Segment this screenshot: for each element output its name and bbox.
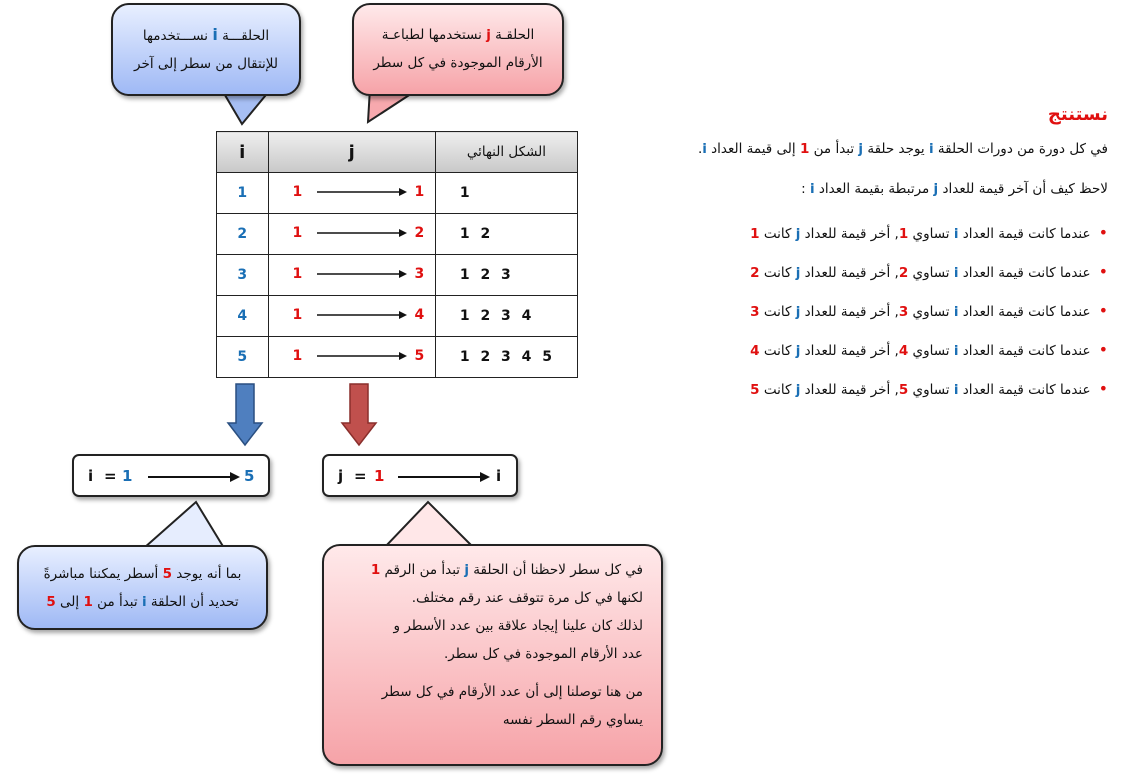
row-j: 1 5 xyxy=(267,336,436,378)
header-j: j xyxy=(267,131,436,173)
bullet-icon: • xyxy=(1098,340,1108,359)
callout-i: الحلقـــة i نســـتخدمها للإنتقال من سطر … xyxy=(111,3,301,96)
arrow-right-icon xyxy=(316,270,407,278)
arrow-right-icon xyxy=(148,472,240,482)
bubble-bottom-center: في كل سطر لاحظنا أن الحلقة j تبدأ من الر… xyxy=(322,544,663,766)
table-row: 2 1 2 1 2 xyxy=(216,213,579,255)
row-final: 1 2 3 4 5 xyxy=(434,336,579,378)
header-i: i xyxy=(216,131,269,173)
range-j-box: j = 1 i xyxy=(322,454,518,497)
arrow-right-icon xyxy=(316,352,407,360)
bubble-bottom-left: بما أنه يوجد 5 أسطر يمكننا مباشرةً تحديد… xyxy=(17,545,268,630)
row-i: 1 xyxy=(216,172,269,214)
red-down-arrow-icon xyxy=(340,383,378,447)
loop-table: i j الشكل النهائي 1 1 1 1 2 1 2 1 2 3 1 … xyxy=(216,131,579,378)
bubble-center-tail xyxy=(381,500,477,550)
header-final: الشكل النهائي xyxy=(434,131,579,173)
list-item: •عندما كانت قيمة العداد i تساوي 1, أخر ق… xyxy=(750,223,1108,242)
row-final: 1 2 3 xyxy=(434,254,579,296)
arrow-right-icon xyxy=(316,188,407,196)
callout-j: الحلقـة j نستخدمها لطباعـة الأرقام الموج… xyxy=(352,3,564,96)
row-final: 1 2 xyxy=(434,213,579,255)
list-item: •عندما كانت قيمة العداد i تساوي 5, أخر ق… xyxy=(750,379,1108,398)
arrow-right-icon xyxy=(316,311,407,319)
bullet-icon: • xyxy=(1098,262,1108,281)
list-item: •عندما كانت قيمة العداد i تساوي 2, أخر ق… xyxy=(750,262,1108,281)
table-header-row: i j الشكل النهائي xyxy=(216,131,579,173)
conclusion-paragraph-2: لاحظ كيف أن آخر قيمة للعداد j مرتبطة بقي… xyxy=(801,181,1108,197)
row-final: 1 xyxy=(434,172,579,214)
table-row: 5 1 5 1 2 3 4 5 xyxy=(216,336,579,378)
bullet-icon: • xyxy=(1098,379,1108,398)
table-row: 3 1 3 1 2 3 xyxy=(216,254,579,296)
list-item: •عندما كانت قيمة العداد i تساوي 4, أخر ق… xyxy=(750,340,1108,359)
bullet-icon: • xyxy=(1098,223,1108,242)
arrow-right-icon xyxy=(398,472,490,482)
arrow-right-icon xyxy=(316,229,407,237)
row-j: 1 2 xyxy=(267,213,436,255)
table-row: 1 1 1 1 xyxy=(216,172,579,214)
conclusion-title: نستنتج xyxy=(1047,104,1108,125)
range-i-box: i = 1 5 xyxy=(72,454,270,497)
row-i: 4 xyxy=(216,295,269,337)
blue-down-arrow-icon xyxy=(226,383,264,447)
table-row: 4 1 4 1 2 3 4 xyxy=(216,295,579,337)
row-final: 1 2 3 4 xyxy=(434,295,579,337)
bubble-left-tail xyxy=(141,500,226,550)
row-j: 1 4 xyxy=(267,295,436,337)
conclusion-list: •عندما كانت قيمة العداد i تساوي 1, أخر ق… xyxy=(750,218,1108,413)
bullet-icon: • xyxy=(1098,301,1108,320)
row-i: 3 xyxy=(216,254,269,296)
conclusion-paragraph-1: في كل دورة من دورات الحلقة i يوجد حلقة j… xyxy=(697,141,1108,157)
row-i: 5 xyxy=(216,336,269,378)
row-j: 1 3 xyxy=(267,254,436,296)
row-j: 1 1 xyxy=(267,172,436,214)
row-i: 2 xyxy=(216,213,269,255)
list-item: •عندما كانت قيمة العداد i تساوي 3, أخر ق… xyxy=(750,301,1108,320)
